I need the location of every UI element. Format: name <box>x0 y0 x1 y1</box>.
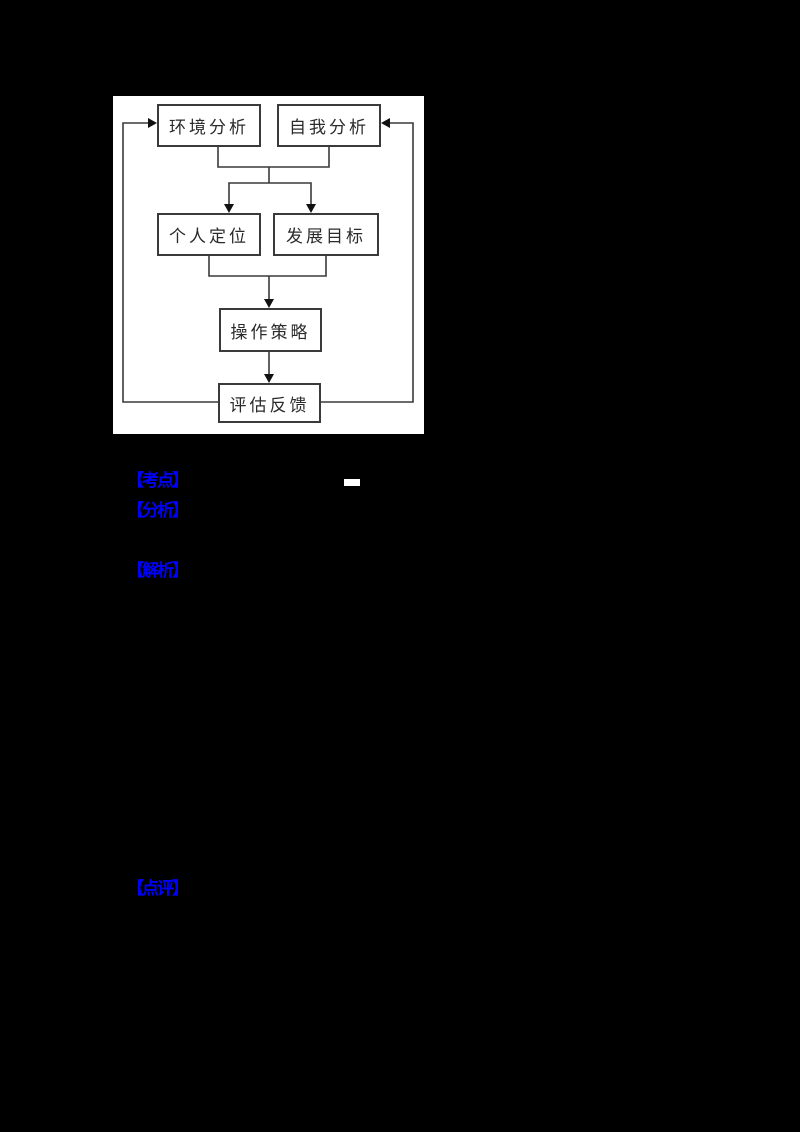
flow-node-label: 评估反馈 <box>229 395 310 415</box>
arrow-down-icon <box>264 374 274 383</box>
flow-node-label: 操作策略 <box>230 322 311 342</box>
tag-comment: 【点评】 <box>127 879 189 898</box>
arrow-down-icon <box>264 299 274 308</box>
white-dash-mark <box>344 479 360 486</box>
flowchart-panel: 环境分析 自我分析 个人定位 发展目标 操作策略 评估反馈 <box>113 96 424 434</box>
tag-exam-point: 【考点】 <box>127 471 189 490</box>
tag-analysis: 【分析】 <box>127 501 189 520</box>
flow-node-label: 自我分析 <box>289 118 369 137</box>
arrow-left-icon <box>381 118 390 128</box>
arrow-right-icon <box>148 118 157 128</box>
flow-node-operation-strategy: 操作策略 <box>219 308 322 352</box>
flow-node-label: 发展目标 <box>286 227 366 246</box>
arrow-down-icon <box>224 204 234 213</box>
flow-node-dev-goal: 发展目标 <box>273 213 379 256</box>
flow-node-self-analysis: 自我分析 <box>277 104 381 147</box>
flow-node-personal-position: 个人定位 <box>157 213 261 256</box>
arrow-down-icon <box>306 204 316 213</box>
flow-node-evaluate-feedback: 评估反馈 <box>218 383 321 423</box>
flow-node-env-analysis: 环境分析 <box>157 104 261 147</box>
flowchart-connectors <box>122 118 414 403</box>
flow-node-label: 环境分析 <box>169 118 249 137</box>
tag-explanation: 【解析】 <box>127 561 189 580</box>
flow-node-label: 个人定位 <box>169 227 249 246</box>
